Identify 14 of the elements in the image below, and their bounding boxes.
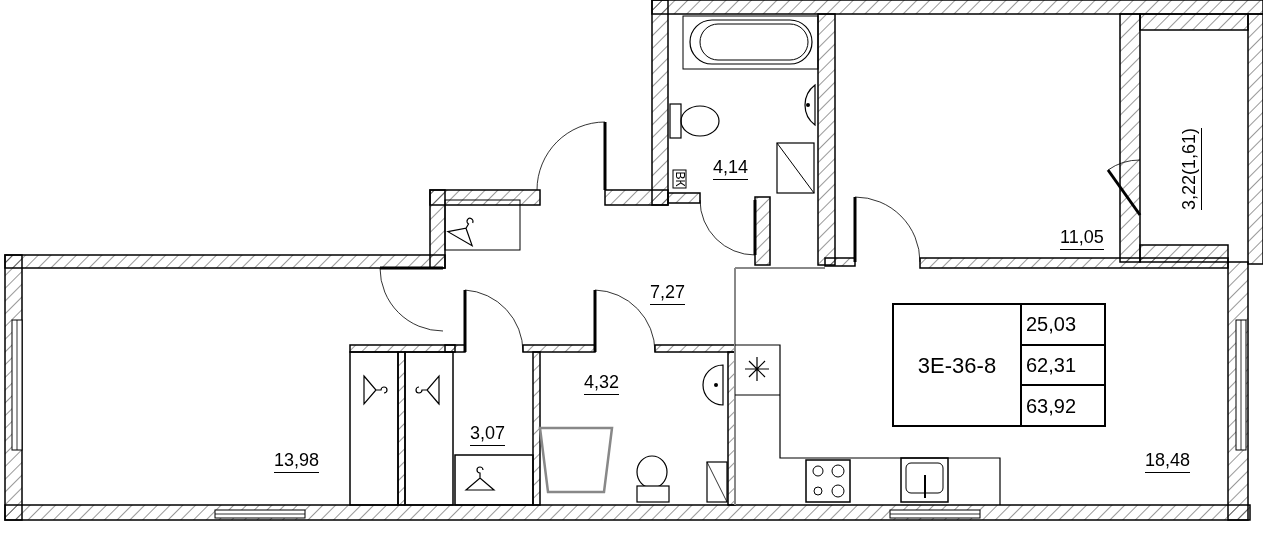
area-value: 63,92 bbox=[1026, 393, 1077, 419]
area-label: 3,22(1,61) bbox=[1180, 127, 1202, 210]
area-value: 25,03 bbox=[1026, 312, 1077, 338]
area-label: 13,98 bbox=[274, 451, 320, 473]
area-value: 62,31 bbox=[1026, 353, 1077, 378]
area-label: 4,32 bbox=[584, 373, 620, 395]
area-label: 11,05 bbox=[1060, 228, 1104, 250]
apartment-info-table bbox=[892, 303, 1106, 427]
apartment-code: 3E-36-8 bbox=[917, 351, 997, 380]
area-label: 18,48 bbox=[1145, 451, 1191, 473]
area-label: 4,14 bbox=[713, 158, 749, 180]
area-label: 3,07 bbox=[470, 424, 506, 446]
area-label: 7,27 bbox=[650, 283, 686, 305]
riser-label: ВК bbox=[672, 169, 687, 189]
